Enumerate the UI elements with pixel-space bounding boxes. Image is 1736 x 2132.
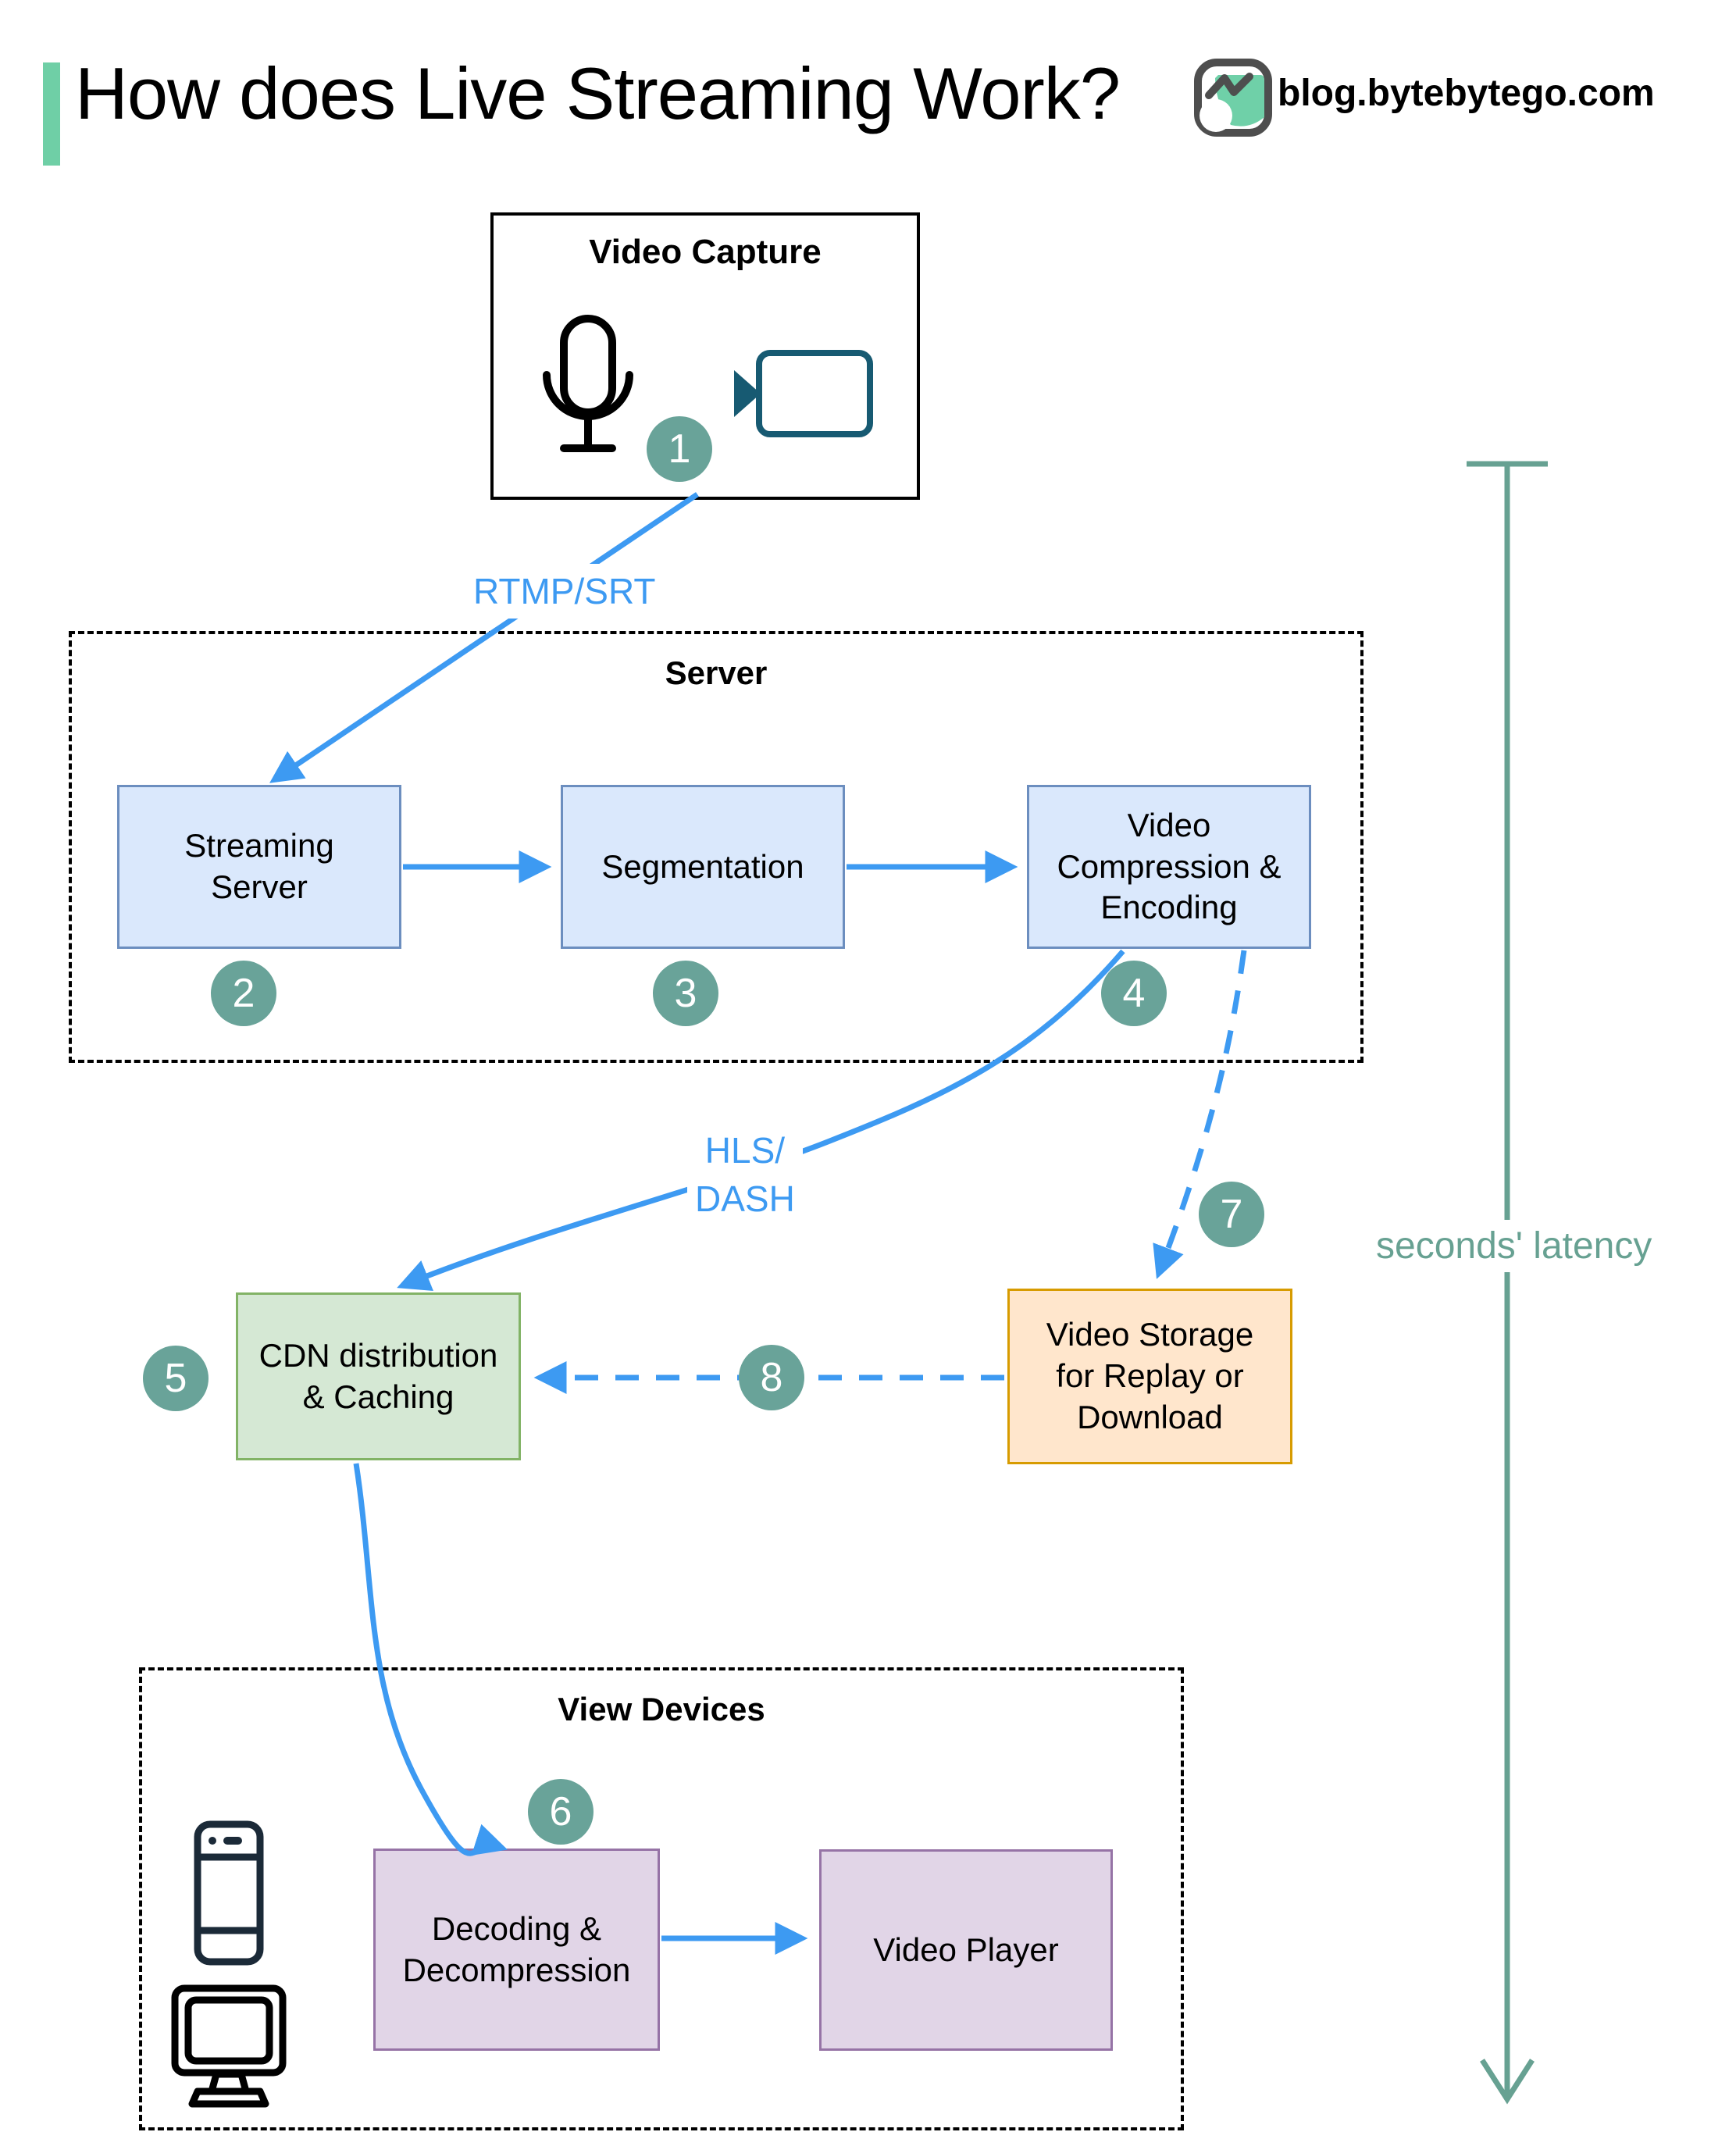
streaming-server-node: Streaming Server [117,785,401,949]
view-devices-group-label: View Devices [558,1691,765,1727]
view-devices-group-box: View Devices [139,1667,1184,2130]
video-storage-node: Video Storage for Replay or Download [1007,1289,1292,1464]
step-badge-2: 2 [211,961,276,1026]
step-badge-7: 7 [1199,1182,1264,1247]
step-badge-4: 4 [1101,961,1167,1026]
step-badge-8: 8 [739,1345,804,1410]
step-badge-5: 5 [143,1346,209,1411]
latency-measure-line [1467,461,1548,2105]
latency-line-bottom-arrow [1480,2059,1535,2105]
seconds-latency-label: seconds' latency [1365,1220,1663,1272]
rtmp-srt-label: RTMP/SRT [465,564,664,619]
logo-text: blog.bytebytego.com [1278,73,1655,114]
step-badge-1: 1 [647,416,712,482]
cdn-caching-node: CDN distribution & Caching [236,1292,521,1460]
title-accent-bar [43,62,60,166]
compression-encoding-node: Video Compression & Encoding [1027,785,1311,949]
step-badge-3: 3 [653,961,718,1026]
server-group-label: Server [665,654,768,691]
step-badge-6: 6 [528,1779,594,1845]
bytebytego-owl-icon [1194,59,1272,137]
video-player-node: Video Player [819,1849,1113,2051]
page-title: How does Live Streaming Work? [75,52,1121,134]
segmentation-node: Segmentation [561,785,845,949]
decoding-decompression-node: Decoding & Decompression [373,1849,660,2051]
hls-dash-label: HLS/ DASH [687,1123,803,1227]
video-capture-label: Video Capture [589,233,822,271]
